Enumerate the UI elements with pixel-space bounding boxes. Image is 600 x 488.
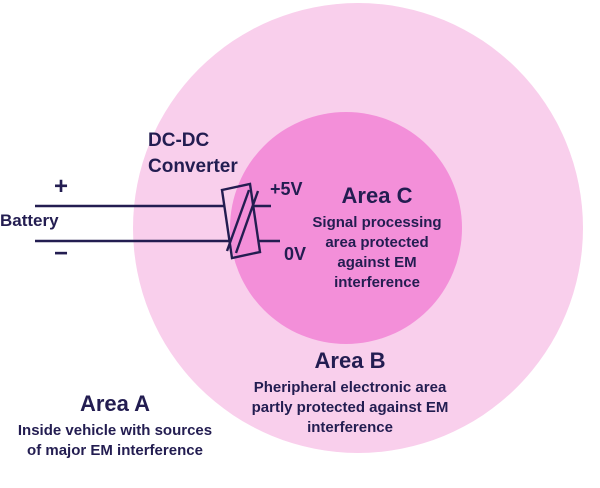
battery-plus-sign: + xyxy=(54,173,69,200)
area-b-title: Area B xyxy=(314,348,386,373)
converter-diagonal-1 xyxy=(225,189,251,252)
area-a-description: Inside vehicle with sources of major EM … xyxy=(17,422,213,459)
battery-minus-sign: − xyxy=(54,240,69,267)
area-c-title: Area C xyxy=(341,183,413,208)
dcdc-converter-label: DC-DC Converter xyxy=(148,130,238,177)
output-5v-label: +5V xyxy=(270,179,303,199)
converter-diagonal-2 xyxy=(234,190,260,254)
area-c-description: Signal processing area protected against… xyxy=(312,214,442,291)
area-b-description: Pheripheral electronic area partly prote… xyxy=(251,379,449,436)
area-a-block: Area A Inside vehicle with sources of ma… xyxy=(2,391,228,461)
area-b-block: Area B Pheripheral electronic area partl… xyxy=(210,348,490,438)
battery-label: Battery xyxy=(0,211,59,230)
area-c-zone-circle xyxy=(230,112,462,344)
dcdc-converter-symbol xyxy=(220,182,262,260)
area-a-title: Area A xyxy=(79,391,151,416)
area-c-block: Area C Signal processing area protected … xyxy=(297,183,457,293)
output-0v-label: 0V xyxy=(284,244,307,264)
